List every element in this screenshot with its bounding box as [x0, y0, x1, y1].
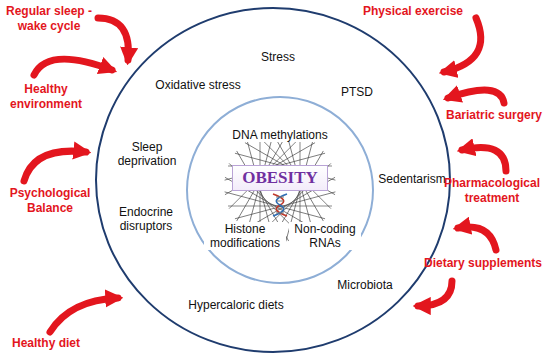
dna-rungs [276, 197, 284, 213]
red-arrow [458, 227, 496, 250]
risk-factor: Endocrine disruptors [107, 205, 185, 233]
red-arrow [24, 151, 86, 181]
intervention-label: Healthy environment [4, 82, 88, 112]
intervention-label: Physical exercise [363, 4, 463, 19]
dna-icon [273, 194, 287, 216]
center-title: OBESITY [242, 168, 318, 188]
red-arrow [50, 298, 118, 332]
inner-circle: OBESITY DNA methylationsHistone modificat… [185, 95, 375, 285]
risk-factor: Sedentarism [378, 172, 445, 186]
intervention-label: Dietary supplements [424, 256, 542, 271]
center-box: OBESITY [232, 165, 328, 191]
risk-factor: PTSD [341, 85, 373, 99]
epigenetic-mechanism: DNA methylations [231, 128, 328, 142]
intervention-label: Regular sleep -wake cycle [4, 4, 94, 34]
intervention-label: Bariatric surgery [446, 108, 542, 123]
spiro-line [225, 192, 325, 219]
risk-factor: Hypercaloric diets [188, 298, 283, 312]
red-arrow [98, 18, 128, 60]
risk-factor: Oxidative stress [155, 78, 240, 92]
intervention-label: Psychological Balance [4, 186, 96, 216]
dna-strand [273, 194, 287, 216]
epigenetic-mechanism: Non-coding RNAs [289, 222, 361, 250]
risk-factor: Microbiota [337, 278, 392, 292]
red-arrow [462, 148, 506, 171]
red-arrow [418, 281, 452, 306]
red-arrow [34, 59, 112, 75]
risk-factor: Sleep deprivation [109, 140, 185, 168]
circle-outline [187, 97, 373, 283]
intervention-label: Pharmacological treatment [438, 176, 546, 206]
dna-strand [273, 194, 287, 216]
spiro-line [235, 192, 335, 219]
red-arrow [444, 18, 481, 72]
circle-outline [96, 8, 450, 352]
risk-factor: Stress [261, 50, 295, 64]
intervention-label: Healthy diet [12, 336, 80, 351]
red-arrow [448, 90, 504, 103]
outer-circle: OBESITY DNA methylationsHistone modificat… [94, 6, 452, 354]
epigenetic-mechanism: Histone modifications [204, 222, 286, 250]
